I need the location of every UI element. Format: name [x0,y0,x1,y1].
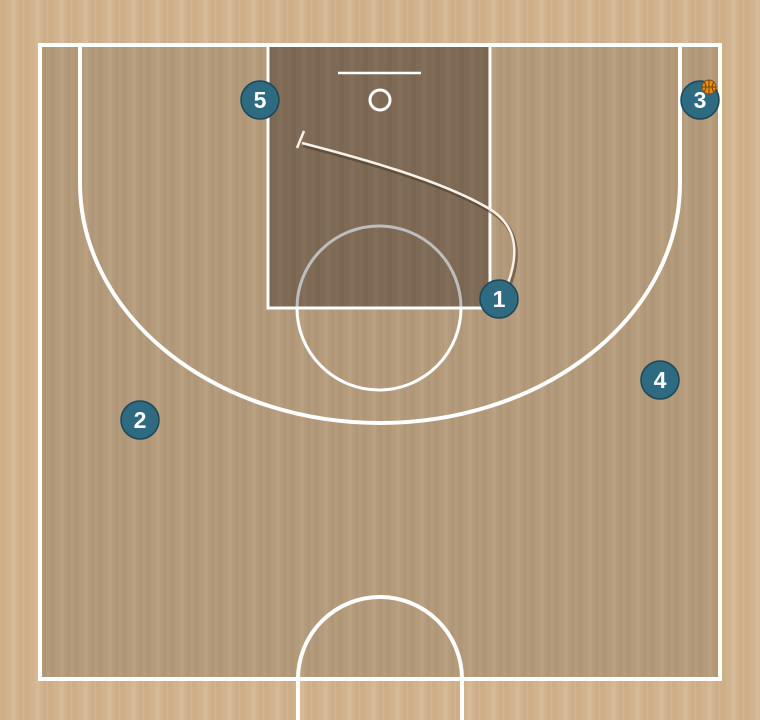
player-label: 2 [134,407,147,433]
player-marker [120,400,160,440]
rim [368,88,392,112]
screen-marker [295,130,306,149]
player-label: 5 [254,87,267,113]
cut-path [301,141,516,284]
free-throw-circle-bottom [295,307,463,392]
player-label: 1 [493,286,506,312]
player-2: 2 [120,400,160,440]
player-marker [479,279,519,319]
players-layer: 1 2 3 4 5 [120,79,720,440]
player-marker [240,80,280,120]
key-paint [268,45,490,308]
center-circle [296,595,464,720]
player-label: 3 [694,87,707,113]
player-3: 3 [680,79,720,120]
court-boundary [38,43,722,681]
player-label: 4 [654,367,667,393]
three-point-line [78,45,682,425]
free-throw-circle-top [295,224,463,309]
cut-path-shadow [302,143,518,287]
basketball-icon [701,79,717,95]
player-1: 1 [479,279,519,319]
player-5: 5 [240,80,280,120]
player-marker [640,360,680,400]
player-4: 4 [640,360,680,400]
